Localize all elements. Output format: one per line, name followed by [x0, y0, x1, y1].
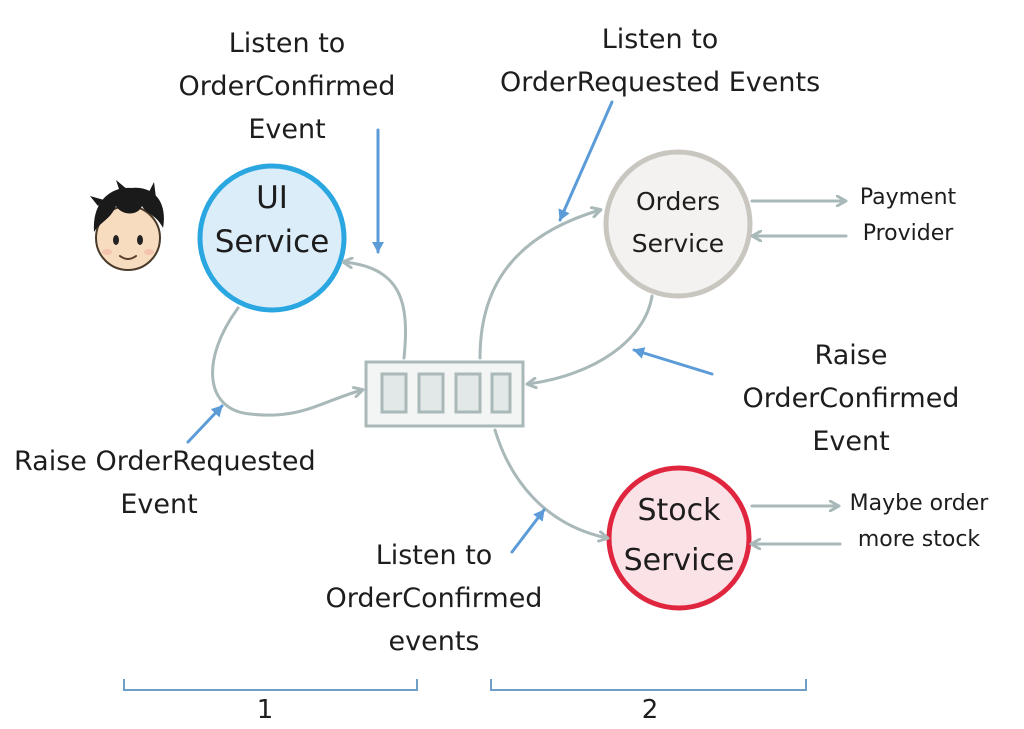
- annotation-arrow-stock-listen: [510, 508, 546, 554]
- phase-2-label: 2: [641, 695, 659, 725]
- annotation-arrow-orders-listen: [558, 100, 614, 222]
- flow-orders-to-queue: [528, 294, 654, 384]
- orders-service-node: [603, 149, 753, 299]
- annotation-arrows: [186, 100, 714, 554]
- bracket-right: [490, 679, 807, 691]
- stock-service-line1: Stock: [637, 493, 721, 528]
- bracket-left: [123, 679, 418, 691]
- ui-service-line1: UI: [256, 180, 288, 216]
- ui-service-label: UI Service: [202, 176, 342, 264]
- stock-service-label: Stock Service: [609, 486, 749, 586]
- flow-queue-to-ui: [344, 262, 408, 360]
- stock-service-line2: Service: [623, 543, 735, 578]
- ui-service-line2: Service: [214, 224, 330, 260]
- orders-service-line1: Orders: [635, 187, 721, 216]
- orders-listen-label: Listen to OrderRequested Events: [500, 24, 821, 98]
- orders-service-line2: Service: [631, 229, 725, 258]
- stock-listen-label: Listen to OrderConfirmed events: [325, 540, 543, 657]
- flow-queue-to-orders: [478, 210, 600, 360]
- annotation-arrow-raise-confirmed: [632, 347, 714, 376]
- raise-requested-label: Raise OrderRequested Event: [14, 446, 316, 520]
- user-avatar-icon: [90, 180, 164, 271]
- ui-listen-label: Listen to OrderConfirmed Event: [178, 28, 396, 145]
- orders-service-label: Orders Service: [608, 181, 748, 265]
- flow-queue-to-stock: [493, 428, 607, 538]
- message-queue-icon: [364, 360, 525, 428]
- phase-1-label: 1: [256, 695, 274, 725]
- phase-brackets: [123, 679, 807, 691]
- payment-provider-label: Payment Provider: [859, 185, 957, 246]
- annotation-arrow-raise-requested: [186, 404, 224, 444]
- ui-service-node: [197, 163, 347, 313]
- flow-ui-to-queue: [211, 306, 362, 417]
- flow-arrows: [211, 201, 848, 544]
- raise-confirmed-label: Raise OrderConfirmed Event: [742, 340, 960, 457]
- maybe-order-label: Maybe order more stock: [849, 491, 989, 552]
